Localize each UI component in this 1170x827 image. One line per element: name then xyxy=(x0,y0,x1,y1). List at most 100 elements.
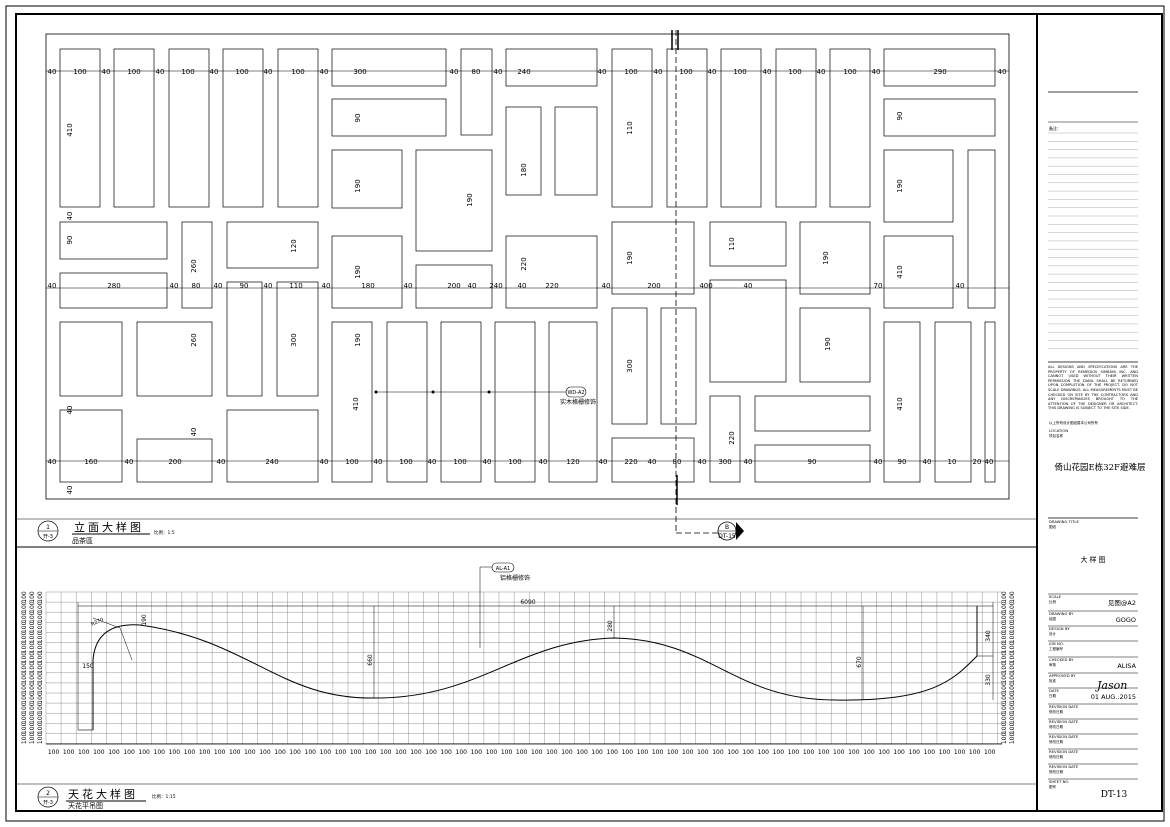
panel xyxy=(331,98,447,137)
grid-label-vertical: 100 xyxy=(37,642,44,654)
dim-text: 240 xyxy=(265,458,278,466)
panel xyxy=(934,321,972,483)
grid-label-vertical: 100 xyxy=(37,692,44,704)
panel xyxy=(136,321,213,397)
dim-text: 40 xyxy=(763,68,772,76)
grid-label-vertical: 100 xyxy=(29,621,36,633)
notes-label: 备注： xyxy=(1049,125,1061,131)
grid-label-vertical: 100 xyxy=(1009,682,1016,694)
ceiling-callout-tag: AL-A1 xyxy=(496,566,510,572)
panel xyxy=(720,48,762,208)
grid-label: 100 xyxy=(531,749,543,756)
grid-label-vertical: 100 xyxy=(1001,631,1008,643)
grid-label: 100 xyxy=(893,749,905,756)
grid-label: 100 xyxy=(591,749,603,756)
dim-text: 300 xyxy=(353,68,366,76)
dim-text: 100 xyxy=(843,68,856,76)
inner-dim: 670 xyxy=(856,656,863,668)
dim-text: 70 xyxy=(874,282,883,290)
overall-dim: 6090 xyxy=(520,599,535,606)
grid-label-vertical: 100 xyxy=(29,591,36,603)
notes-lines xyxy=(1048,132,1138,349)
dim-text: 40 xyxy=(518,282,527,290)
grid-label: 100 xyxy=(274,749,286,756)
grid-label: 100 xyxy=(214,749,226,756)
dim-text-vertical: 40 xyxy=(66,212,74,221)
grid-label: 100 xyxy=(289,749,301,756)
row-label-cn: 日期 xyxy=(1049,693,1057,698)
dim-text-vertical: 40 xyxy=(190,428,198,437)
panel xyxy=(754,444,871,483)
dim-text: 90 xyxy=(240,282,249,290)
dim-text: 110 xyxy=(289,282,302,290)
title-block: 备注： ALL DESIGNS AND SPECIFICATIONS ARE T… xyxy=(1048,91,1145,800)
grid-label-vertical: 100 xyxy=(1009,631,1016,643)
inner-dim: 150 xyxy=(82,663,94,670)
grid-label-vertical: 100 xyxy=(21,712,28,724)
grid-label-vertical: 100 xyxy=(1001,732,1008,744)
dim-text-vertical: 410 xyxy=(352,397,360,410)
dim-text-vertical: 190 xyxy=(896,179,904,192)
grid-label-vertical: 100 xyxy=(37,672,44,684)
dim-text-vertical: 410 xyxy=(896,397,904,410)
grid-label-vertical: 100 xyxy=(29,702,36,714)
grid-label: 100 xyxy=(425,749,437,756)
grid-label-vertical: 100 xyxy=(1009,652,1016,664)
grid-label-vertical: 100 xyxy=(1001,591,1008,603)
revision-label: REVISION DATE xyxy=(1049,734,1079,739)
grid-label: 100 xyxy=(471,749,483,756)
dim-text: 40 xyxy=(450,68,459,76)
row-label: DESIGN BY xyxy=(1049,626,1070,631)
grid-label-vertical: 100 xyxy=(1009,621,1016,633)
grid-label: 100 xyxy=(350,749,362,756)
grid-label: 100 xyxy=(924,749,936,756)
grid-label: 100 xyxy=(833,749,845,756)
wood-grille-callout: WD-A2 实木格栅修饰 xyxy=(374,386,596,406)
dim-text: 40 xyxy=(156,68,165,76)
dim-text: 100 xyxy=(291,68,304,76)
dim-text-vertical: 120 xyxy=(290,239,298,252)
panel xyxy=(59,321,123,397)
dim-text: 40 xyxy=(744,458,753,466)
panel xyxy=(59,221,168,260)
grid-label-vertical: 100 xyxy=(21,702,28,714)
grid-label-vertical: 100 xyxy=(21,672,28,684)
grid-label-vertical: 100 xyxy=(21,631,28,643)
grid-label-vertical: 100 xyxy=(1009,601,1016,613)
dim-text: 40 xyxy=(48,282,57,290)
grid-label-vertical: 100 xyxy=(29,611,36,623)
grid-label-vertical: 100 xyxy=(37,682,44,694)
grid-label: 100 xyxy=(108,749,120,756)
drawing-title-label: DRAWING TITLE xyxy=(1049,519,1080,524)
panel xyxy=(799,221,871,295)
dim-text: 40 xyxy=(708,68,717,76)
grid-label-vertical: 100 xyxy=(37,712,44,724)
dim-text-vertical: 300 xyxy=(290,333,298,346)
grid-label: 100 xyxy=(184,749,196,756)
grid-label: 100 xyxy=(561,749,573,756)
grid-label-vertical: 100 xyxy=(37,722,44,734)
panel xyxy=(222,48,264,208)
grid-label: 100 xyxy=(63,749,75,756)
dim-text-vertical: 190 xyxy=(354,333,362,346)
panel xyxy=(883,235,954,309)
ceiling-wave-profile xyxy=(92,606,978,730)
grid-label: 100 xyxy=(607,749,619,756)
dim-text: 40 xyxy=(654,68,663,76)
dim-text: 100 xyxy=(733,68,746,76)
panel xyxy=(984,321,996,483)
ceiling-marker-top: 2 xyxy=(46,790,50,797)
grid-label-vertical: 100 xyxy=(21,652,28,664)
grid-label: 100 xyxy=(440,749,452,756)
grid-label: 100 xyxy=(78,749,90,756)
panel xyxy=(799,307,871,383)
grid-label: 100 xyxy=(773,749,785,756)
grid-label-vertical: 100 xyxy=(29,692,36,704)
panel xyxy=(331,149,403,209)
grid-label-vertical: 100 xyxy=(29,712,36,724)
revision-label: REVISION DATE xyxy=(1049,719,1079,724)
